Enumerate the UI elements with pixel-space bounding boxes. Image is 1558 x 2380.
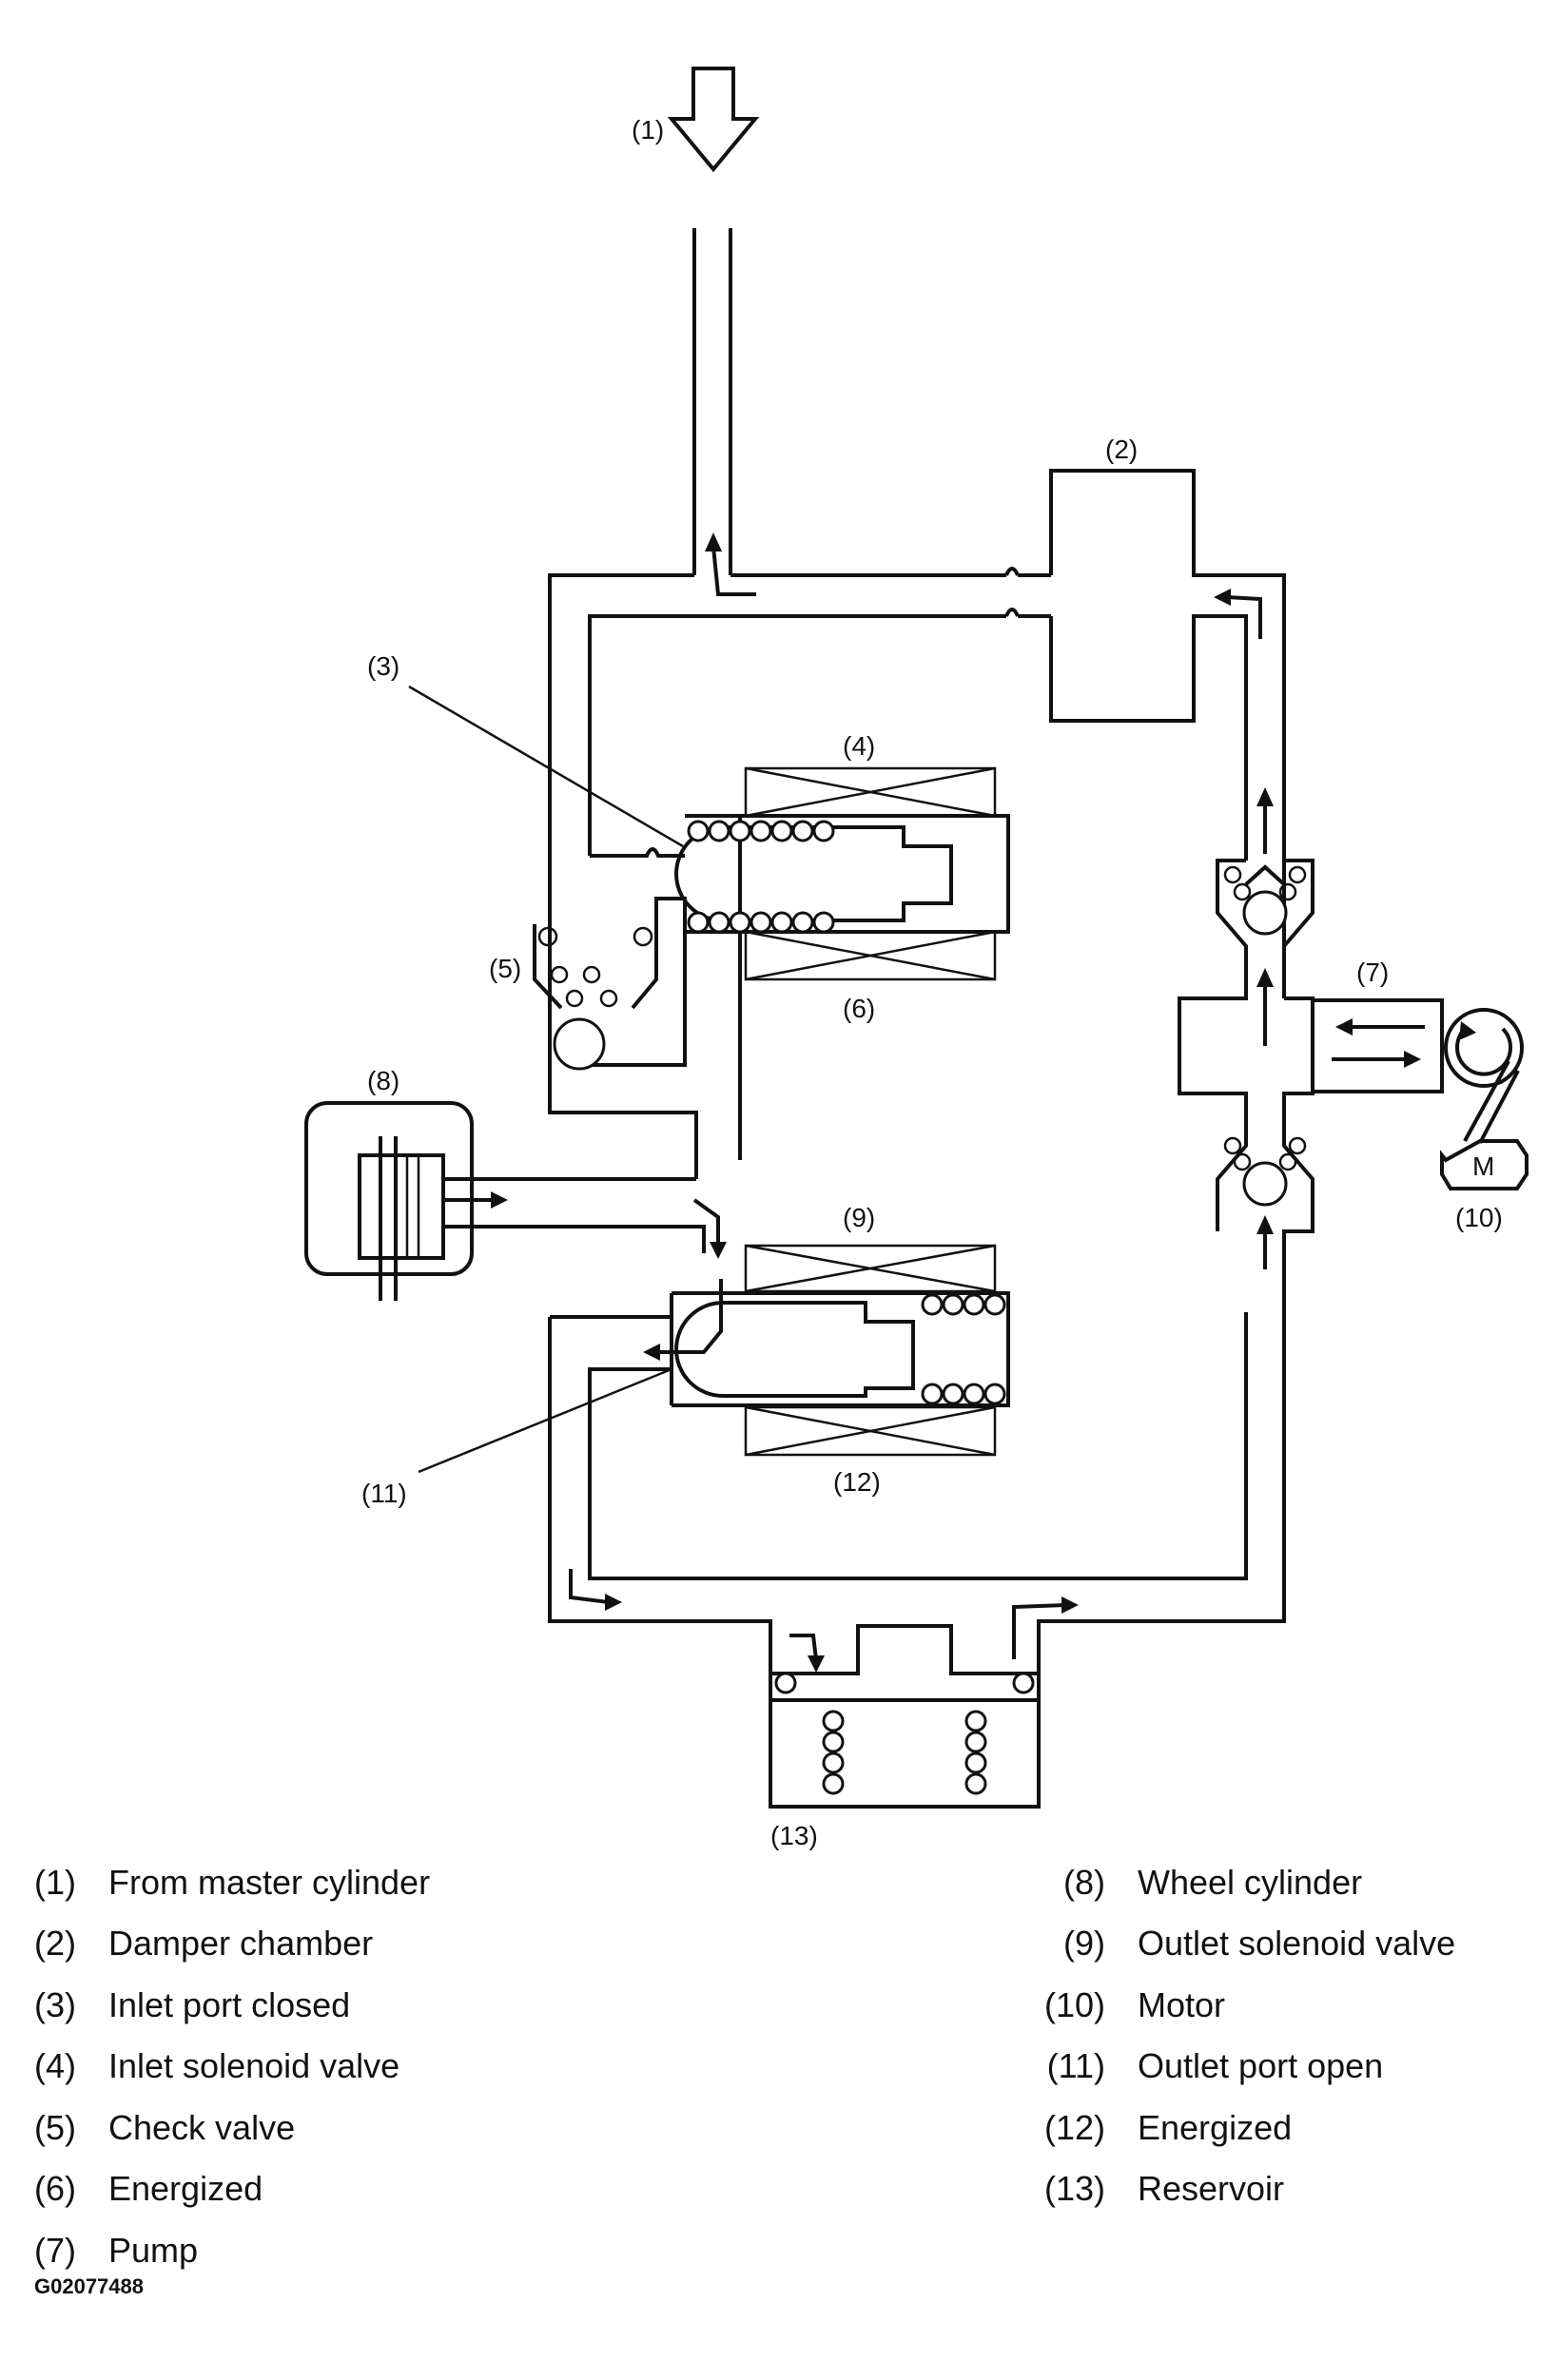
wheel-cylinder (304, 1101, 706, 1301)
label-10: (10) (1455, 1203, 1503, 1232)
label-3: (3) (367, 651, 399, 681)
label-12: (12) (833, 1467, 881, 1497)
label-4: (4) (843, 731, 875, 761)
label-6: (6) (843, 994, 875, 1023)
label-9: (9) (843, 1203, 875, 1232)
inlet-pipe (692, 228, 732, 575)
outlet-valve-spring-top (921, 1293, 1006, 1316)
label-13: (13) (770, 1821, 818, 1850)
figure-code: G02077488 (34, 2274, 144, 2298)
inlet-valve-spring-top (687, 820, 835, 842)
master-cylinder-inlet-arrow (667, 67, 760, 173)
label-1: (1) (632, 115, 664, 145)
label-5: (5) (489, 954, 521, 983)
outlet-valve-spring-bottom (921, 1383, 1006, 1405)
abs-hydraulic-diagram: (1) (2) (3) (4) (5) (6) (7) (8) (9) (10)… (304, 67, 1529, 1850)
label-8: (8) (367, 1066, 399, 1095)
label-11: (11) (361, 1479, 407, 1508)
outlet-solenoid-valve (548, 1244, 1248, 1674)
pump (1037, 859, 1444, 1674)
inlet-valve-spring-bottom (687, 911, 835, 934)
label-2: (2) (1105, 435, 1138, 464)
reservoir (769, 1624, 1041, 1809)
upper-return-pipe (548, 469, 1286, 1179)
motor (1440, 1008, 1529, 1190)
flow-arrows (445, 532, 1286, 1673)
label-7: (7) (1356, 958, 1389, 987)
check-valve (533, 897, 687, 1071)
inlet-solenoid-valve (590, 766, 1010, 1160)
motor-letter: M (1472, 1151, 1494, 1181)
leader-lines (408, 685, 684, 1474)
